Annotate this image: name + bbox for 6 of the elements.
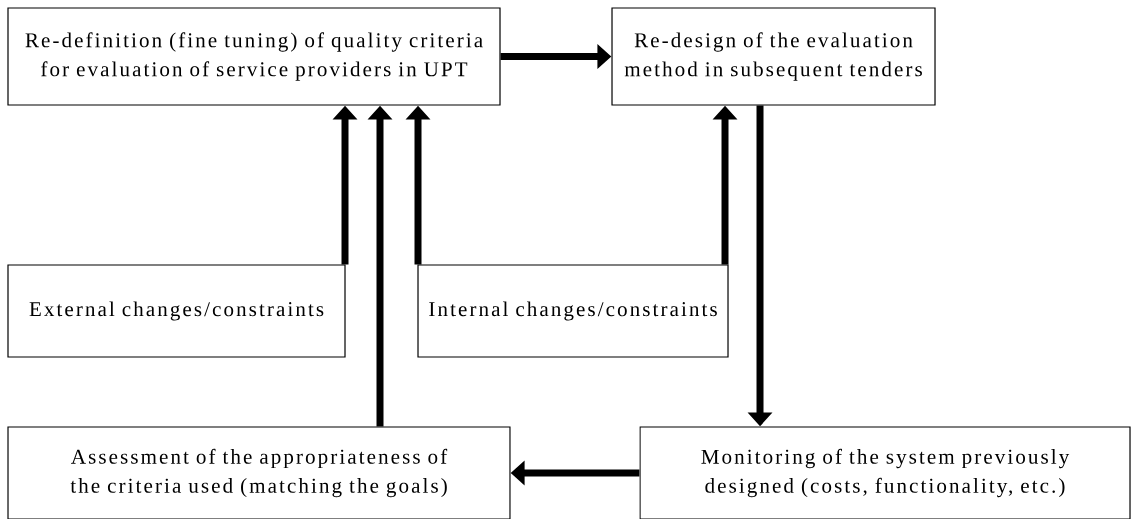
process-box: Re-definition (fine tuning) of quality criteria for evaluation of service providers in UPT bbox=[7, 7, 501, 106]
process-box: External changes/constraints bbox=[7, 264, 346, 358]
process-box: Re-design of the evaluation method in subsequent tenders bbox=[611, 7, 936, 106]
process-box: Internal changes/constraints bbox=[417, 264, 729, 358]
process-box: Assessment of the appropriateness of the criteria used (matching the goals) bbox=[7, 426, 511, 519]
process-box: Monitoring of the system previously designed (costs, functionality, etc.) bbox=[639, 426, 1131, 519]
